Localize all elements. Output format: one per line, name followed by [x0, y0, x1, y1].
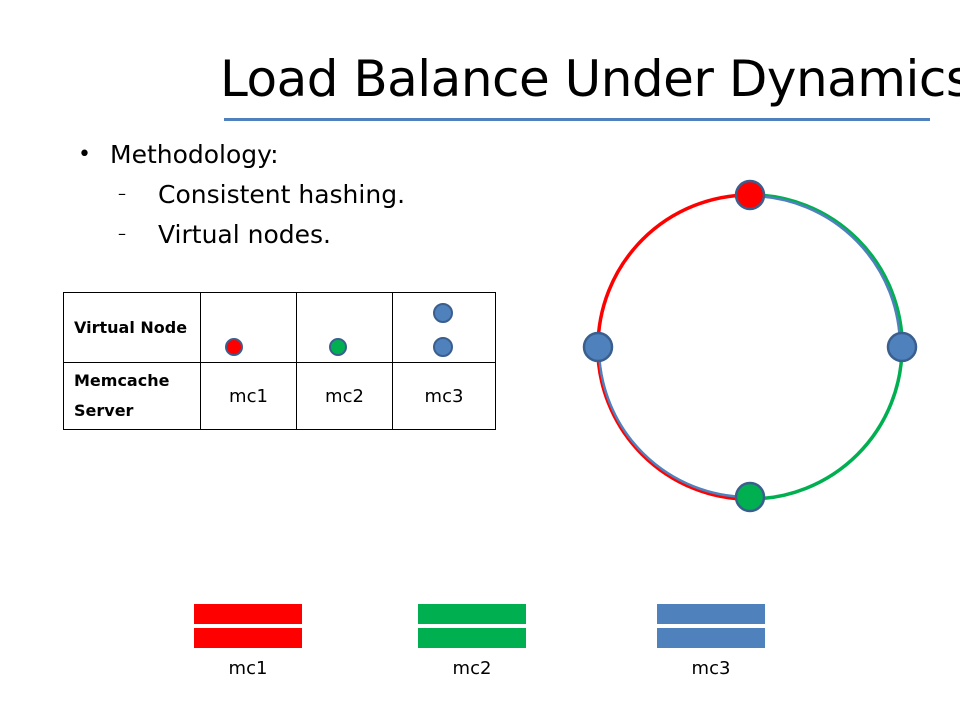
cell-vnode-mc1: [200, 292, 297, 363]
ring-node-mc3-left: [582, 331, 614, 363]
legend-bar-mc1-top: [194, 604, 302, 624]
legend-bar-mc2-top: [418, 604, 526, 624]
legend-bar-mc2-bottom: [418, 628, 526, 648]
table-row-memcache-server: Memcache Server mc1 mc2 mc3: [63, 362, 496, 430]
ring-arc-mc1-upper: [596, 193, 751, 348]
cell-vnode-mc3: [392, 292, 496, 363]
legend-label-mc1: mc1: [228, 658, 268, 679]
ring-arc-mc3-lower: [597, 349, 749, 499]
vnode-dot-mc2: [329, 338, 347, 356]
table-row-virtual-node: Virtual Node: [63, 292, 496, 363]
ring-node-mc3-right: [886, 331, 918, 363]
row-header-virtual-node: Virtual Node: [63, 292, 201, 363]
sub-bullet-dash-icon: –: [118, 184, 126, 203]
legend-label-mc2: mc2: [452, 658, 492, 679]
legend-bar-mc3-bottom: [657, 628, 765, 648]
legend-bar-mc1-bottom: [194, 628, 302, 648]
sub-bullet-dash-icon: –: [118, 224, 126, 243]
ring-arc-mc2-lower: [749, 346, 904, 501]
cell-server-mc2: mc2: [296, 362, 393, 430]
vnode-dot-mc3-a: [433, 303, 453, 323]
ring-node-mc1: [734, 179, 766, 211]
ring-arc-mc3-upper: [751, 194, 902, 348]
legend-label-mc3: mc3: [691, 658, 731, 679]
ring-node-mc2: [734, 481, 766, 513]
bullet-dot-icon: •: [78, 142, 91, 167]
legend-bar-mc3-top: [657, 604, 765, 624]
title-underline: [224, 118, 930, 121]
vnode-dot-mc1: [225, 338, 243, 356]
vnode-dot-mc3-b: [433, 337, 453, 357]
cell-server-mc3: mc3: [392, 362, 496, 430]
virtual-node-table: Virtual Node Memcache Server mc1 mc2 mc3: [63, 292, 496, 430]
slide-title: Load Balance Under Dynamics: [220, 50, 960, 108]
cell-server-mc1: mc1: [200, 362, 297, 430]
row-header-memcache-server: Memcache Server: [63, 362, 201, 430]
